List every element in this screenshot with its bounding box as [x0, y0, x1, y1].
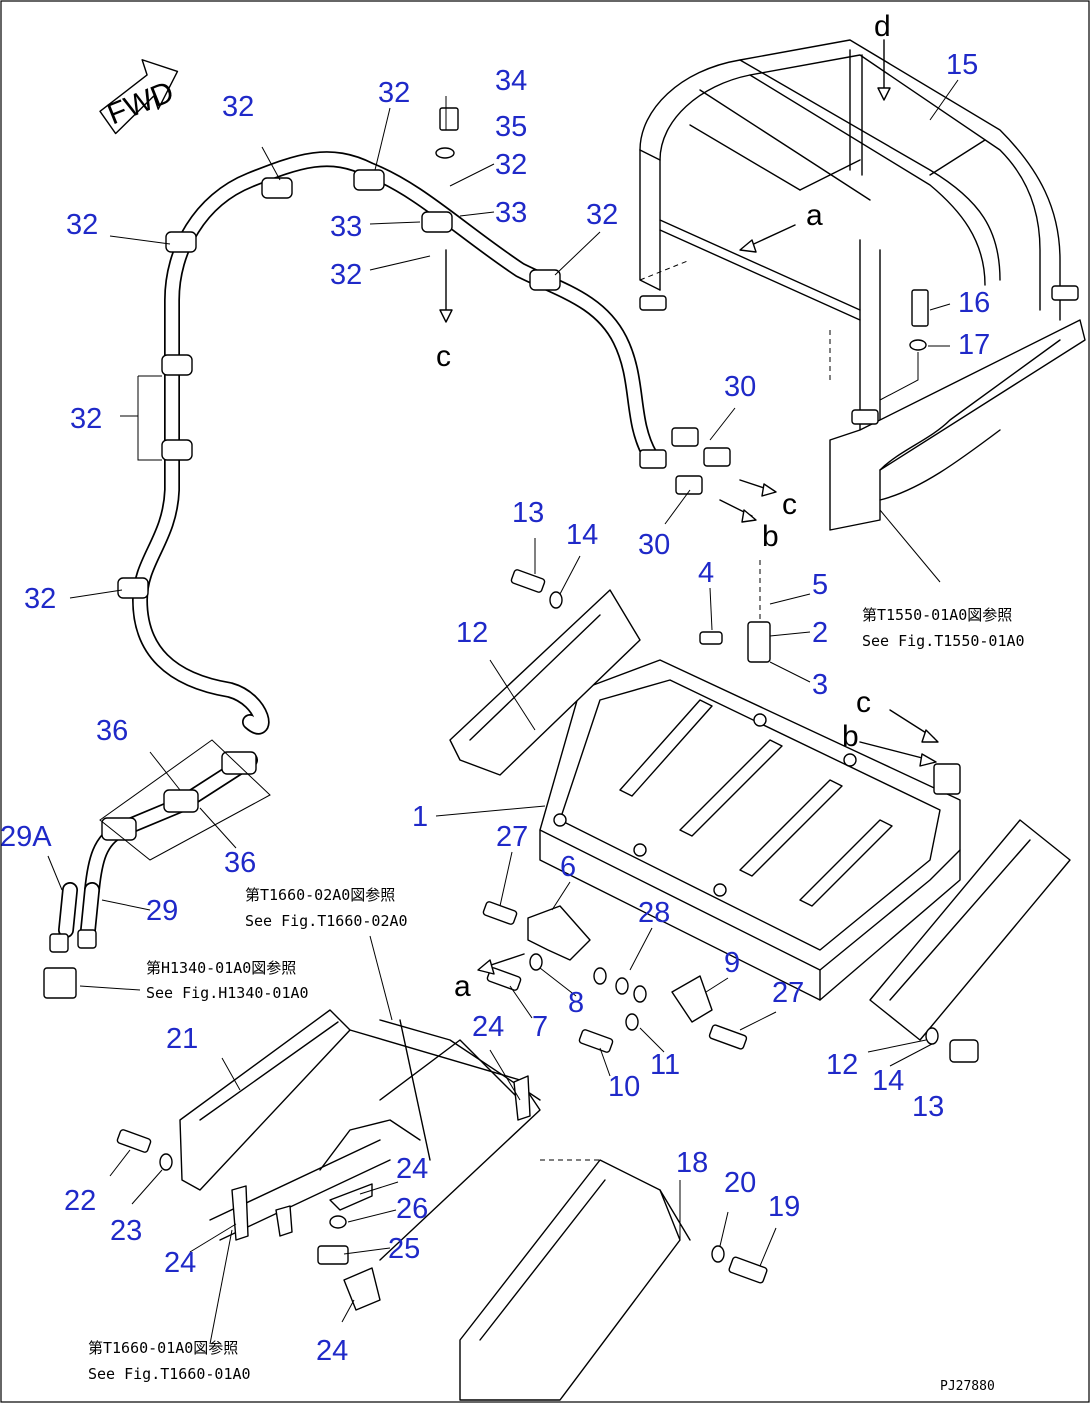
callout-27: 27 — [496, 821, 528, 853]
callout-33: 33 — [495, 197, 527, 229]
callout-24: 24 — [472, 1011, 504, 1043]
callout-24: 24 — [316, 1335, 348, 1367]
callout-3: 3 — [812, 669, 828, 701]
callout-15: 15 — [946, 49, 978, 81]
ref-letter-c: c — [856, 686, 871, 719]
callout-34: 34 — [495, 65, 527, 97]
callout-30: 30 — [724, 371, 756, 403]
ref-letter-d: d — [874, 10, 891, 43]
frame-15 — [639, 39, 1086, 531]
callout-32: 32 — [495, 149, 527, 181]
callout-11: 11 — [650, 1049, 680, 1081]
callout-27: 27 — [772, 977, 804, 1009]
note-2-en: See Fig.T1660-02A0 — [245, 912, 408, 930]
ref-letter-b: b — [762, 520, 779, 553]
reference-notes: 第T1550-01A0図参照 See Fig.T1550-01A0 第T1660… — [88, 606, 1025, 1394]
callout-35: 35 — [495, 111, 527, 143]
callout-2: 2 — [812, 617, 828, 649]
callout-4: 4 — [698, 557, 714, 589]
callout-24: 24 — [396, 1153, 428, 1185]
ref-letter-c: c — [782, 488, 797, 521]
ref-letter-b: b — [842, 720, 859, 753]
callout-24: 24 — [164, 1247, 196, 1279]
note-4-ja: 第T1660-01A0図参照 — [88, 1339, 238, 1357]
step-frame-1 — [539, 659, 961, 1001]
callout-numbers: 34 35 32 33 33 32 32 32 32 32 32 32 32 1… — [0, 49, 990, 1367]
note-2-ja: 第T1660-02A0図参照 — [245, 886, 395, 904]
callout-30: 30 — [638, 529, 670, 561]
hardware — [116, 569, 979, 1311]
reference-arrows — [477, 479, 939, 975]
note-3-en: See Fig.H1340-01A0 — [146, 984, 309, 1002]
ref-letter-a: a — [454, 970, 471, 1003]
callout-32: 32 — [330, 259, 362, 291]
callout-13: 13 — [912, 1091, 944, 1123]
callout-32: 32 — [378, 77, 410, 109]
callout-20: 20 — [724, 1167, 756, 1199]
callout-25: 25 — [388, 1233, 420, 1265]
callout-17: 17 — [958, 329, 990, 361]
callout-8: 8 — [568, 987, 584, 1019]
callout-32: 32 — [586, 199, 618, 231]
callout-21: 21 — [166, 1023, 198, 1055]
ref-letter-a: a — [806, 199, 823, 232]
fwd-arrow: FWD — [99, 59, 178, 135]
note-3-ja: 第H1340-01A0図参照 — [146, 959, 296, 977]
callout-28: 28 — [638, 897, 670, 929]
ref-letters: a a b b c c c d — [436, 10, 891, 1003]
callout-6: 6 — [560, 851, 576, 883]
callout-26: 26 — [396, 1193, 428, 1225]
callout-36: 36 — [96, 715, 128, 747]
callout-12: 12 — [456, 617, 488, 649]
leader-lines — [47, 79, 959, 1345]
callout-32: 32 — [70, 403, 102, 435]
drawing-code: PJ27880 — [940, 1379, 995, 1394]
callout-22: 22 — [64, 1185, 96, 1217]
ref-letter-c: c — [436, 340, 451, 373]
callout-32: 32 — [222, 91, 254, 123]
callout-14: 14 — [566, 519, 598, 551]
callout-16: 16 — [958, 287, 990, 319]
note-4-en: See Fig.T1660-01A0 — [88, 1365, 251, 1383]
callout-29A: 29A — [0, 821, 52, 853]
callout-36: 36 — [224, 847, 256, 879]
callout-14: 14 — [872, 1065, 904, 1097]
side-panel-12 — [449, 589, 1071, 1041]
lower-structure — [179, 1009, 691, 1401]
callout-7: 7 — [532, 1011, 548, 1043]
callout-32: 32 — [66, 209, 98, 241]
callout-19: 19 — [768, 1191, 800, 1223]
brackets — [527, 560, 961, 1023]
callout-18: 18 — [676, 1147, 708, 1179]
callout-1: 1 — [412, 801, 428, 833]
callout-23: 23 — [110, 1215, 142, 1247]
callout-5: 5 — [812, 569, 828, 601]
callout-29: 29 — [146, 895, 178, 927]
hose-assembly — [43, 96, 731, 999]
callout-13: 13 — [512, 497, 544, 529]
callout-10: 10 — [608, 1071, 640, 1103]
note-1-en: See Fig.T1550-01A0 — [862, 632, 1025, 650]
callout-9: 9 — [724, 947, 740, 979]
note-1-ja: 第T1550-01A0図参照 — [862, 606, 1012, 624]
callout-33: 33 — [330, 211, 362, 243]
callout-12: 12 — [826, 1049, 858, 1081]
callout-32: 32 — [24, 583, 56, 615]
